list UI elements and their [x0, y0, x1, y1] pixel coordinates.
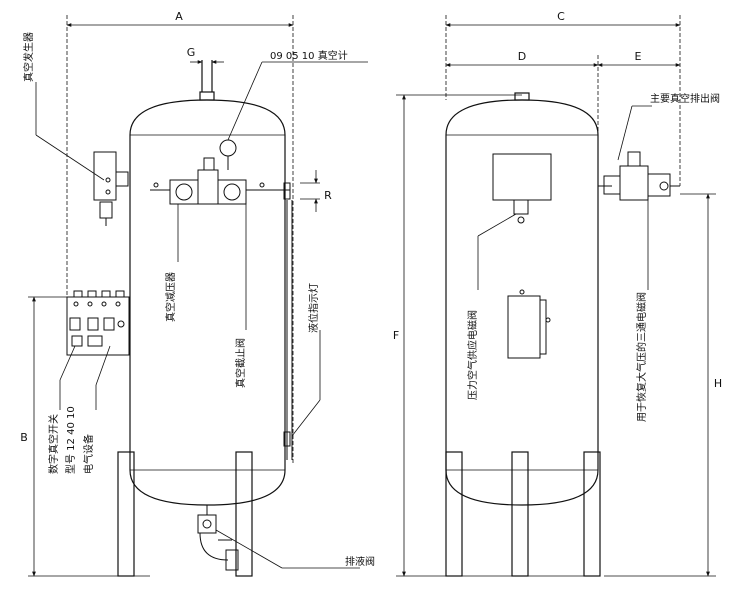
- label-electrical-equipment: 电气设备: [82, 434, 95, 474]
- right-view-boxes: [492, 153, 552, 359]
- drain-valve-assembly: [197, 505, 239, 571]
- label-vacuum-reducer: 真空减压器: [164, 272, 177, 322]
- label-three-way-solenoid: 用于恢复大气压的三通电磁阀: [635, 292, 648, 422]
- label-level-indicator-light: 液位指示灯: [307, 283, 320, 333]
- dim-A: A: [175, 10, 183, 23]
- vacuum-generator-unit: [93, 151, 129, 226]
- dim-C: C: [557, 10, 565, 23]
- dim-B: B: [20, 431, 28, 444]
- left-dimensions: [28, 15, 320, 577]
- right-tank: [445, 92, 601, 577]
- label-digital-vacuum-switch: 数字真空开关: [47, 414, 60, 474]
- label-model: 型号 12 40 10: [64, 406, 77, 474]
- label-main-vacuum-exhaust-valve: 主要真空排出阀: [650, 92, 720, 105]
- dim-D: D: [518, 50, 526, 63]
- label-vacuum-stop-valve: 真空截止阀: [234, 338, 247, 388]
- level-indicator-tube: [283, 200, 293, 460]
- right-leaders: [477, 105, 652, 290]
- left-leaders: [35, 61, 368, 569]
- right-dimensions: [396, 15, 716, 577]
- dim-E: E: [635, 50, 642, 63]
- vacuum-gauge-icon: [219, 139, 237, 157]
- dim-G: G: [187, 46, 196, 59]
- right-valve-cluster: [598, 151, 680, 201]
- electrical-box: [66, 290, 130, 356]
- dim-R: R: [324, 189, 332, 202]
- dim-H: H: [714, 377, 722, 390]
- valve-manifold: [150, 139, 291, 205]
- label-pressure-air-supply-solenoid: 压力空气供应电磁阀: [466, 310, 479, 400]
- label-vacuum-generator: 真空发生器: [22, 32, 35, 82]
- left-tank: [117, 60, 286, 577]
- dim-F: F: [393, 329, 399, 342]
- label-drain-valve: 排液阀: [345, 555, 375, 568]
- label-vacuum-gauge: 09 05 10 真空计: [270, 49, 348, 62]
